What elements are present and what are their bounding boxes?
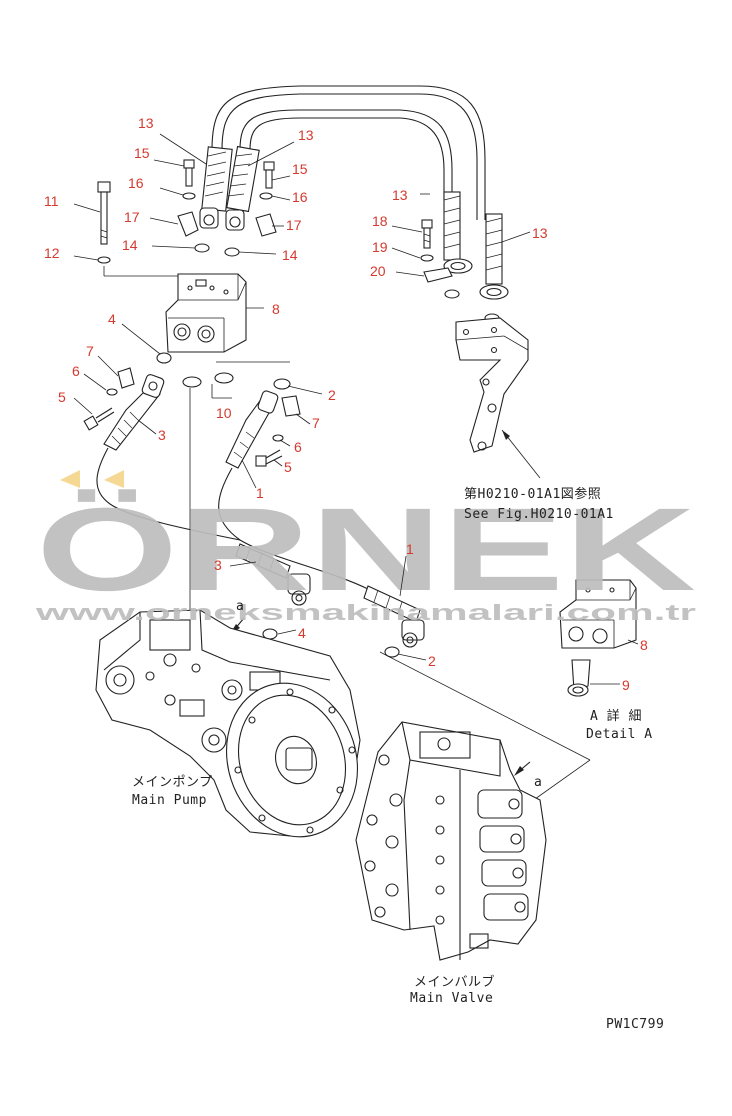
- drawing-code: PW1C799: [606, 1017, 664, 1032]
- o-ring-14-right: [224, 247, 240, 257]
- callout-6-left: 6: [72, 363, 80, 379]
- detail-caption-en: Detail A: [586, 727, 653, 742]
- hose-13-sleeve-left: [201, 146, 233, 212]
- callout-1-lower: 1: [406, 541, 414, 557]
- o-ring-14-left: [194, 243, 210, 253]
- callout-18: 18: [372, 213, 388, 229]
- washer-19: [420, 254, 434, 262]
- marker-a-valve: [514, 761, 531, 776]
- callout-4-lower: 4: [298, 625, 306, 641]
- callouts: 1 1 2 2 3 3 4 4 5 5 6 6 7 7 8 8 9 10 11 …: [44, 115, 648, 693]
- watermark-url: www.orneksmakinamalari.com.tr: [34, 600, 697, 625]
- valve-caption-jp: メインバルブ: [414, 974, 495, 990]
- callout-13-right-right: 13: [532, 225, 548, 241]
- callout-1-upper: 1: [256, 485, 264, 501]
- o-ring-10-left: [182, 376, 202, 388]
- pump-caption-en: Main Pump: [132, 793, 207, 808]
- callout-10: 10: [216, 405, 232, 421]
- callout-20: 20: [370, 263, 386, 279]
- bracket: [455, 317, 529, 453]
- callout-13-top-left: 13: [138, 115, 154, 131]
- callout-14-left: 14: [122, 237, 138, 253]
- marker-a-label-pump: a: [236, 599, 244, 614]
- reference-arrow: [502, 430, 510, 440]
- washer-6-right: [272, 434, 284, 442]
- reference-caption-en: See Fig.H0210-01A1: [464, 507, 614, 522]
- callout-7-left: 7: [86, 343, 94, 359]
- o-ring-right-a: [444, 289, 460, 299]
- o-ring-10-right: [214, 372, 234, 384]
- reference-caption-jp: 第H0210-01A1図参照: [464, 486, 601, 502]
- hose-3-upper: [96, 374, 241, 541]
- callout-19: 19: [372, 239, 388, 255]
- callout-6-right: 6: [294, 439, 302, 455]
- callout-8-detail: 8: [640, 637, 648, 653]
- o-ring-2-upper: [273, 378, 291, 390]
- bolt-18: [421, 219, 433, 249]
- captions: 第H0210-01A1図参照 See Fig.H0210-01A1 A 詳 細 …: [132, 486, 664, 1032]
- callout-13-right-left: 13: [392, 187, 408, 203]
- callout-5-right: 5: [284, 459, 292, 475]
- hose-3-lower: [235, 543, 311, 606]
- callout-4-upper: 4: [108, 311, 116, 327]
- callout-3-upper: 3: [158, 427, 166, 443]
- watermark-title: ÖRNEK: [36, 484, 696, 616]
- main-valve: [355, 721, 547, 961]
- bolt-5-left: [83, 407, 115, 431]
- hose-13-loop: [211, 85, 486, 220]
- washer-12: [97, 256, 111, 264]
- watermark-accent-right: [104, 470, 124, 488]
- callout-7-right: 7: [312, 415, 320, 431]
- clamp-17-left: [177, 211, 199, 237]
- pump-caption-jp: メインポンプ: [132, 775, 213, 790]
- washer-16-left: [182, 192, 196, 200]
- callout-9: 9: [622, 677, 630, 693]
- clamp-17-right: [255, 213, 277, 237]
- reference-leader: [501, 429, 541, 479]
- callout-13-top-right: 13: [298, 127, 314, 143]
- clamp-7-right: [281, 395, 301, 417]
- marker-a-label-valve: a: [534, 775, 542, 790]
- watermark-accent-left: [60, 470, 80, 488]
- bolt-11: [97, 181, 111, 245]
- bolt-15-left: [183, 159, 195, 187]
- o-ring-4-upper: [156, 352, 172, 364]
- callout-5-left: 5: [58, 389, 66, 405]
- callout-17-left: 17: [124, 209, 140, 225]
- callout-15-left: 15: [134, 145, 150, 161]
- hose-fittings-top-left: [199, 207, 245, 231]
- bolt-5-right: [255, 449, 283, 467]
- callout-15-right: 15: [292, 161, 308, 177]
- o-ring-2-lower: [384, 646, 400, 658]
- main-pump: [95, 609, 361, 838]
- callout-2-upper: 2: [328, 387, 336, 403]
- callout-14-right: 14: [282, 247, 298, 263]
- valve-caption-en: Main Valve: [410, 991, 493, 1006]
- watermark: ÖRNEK www.orneksmakinamalari.com.tr: [34, 470, 697, 625]
- washer-16-right: [259, 192, 273, 200]
- washer-6-left: [106, 388, 118, 396]
- callout-16-right: 16: [292, 189, 308, 205]
- callout-8-main: 8: [272, 301, 280, 317]
- block-8: [165, 273, 247, 353]
- callout-2-lower: 2: [428, 653, 436, 669]
- bolt-15-right: [263, 161, 275, 189]
- callout-11: 11: [44, 193, 59, 209]
- detail-caption-jp: A 詳 細: [590, 708, 642, 724]
- fitting-9: [567, 659, 591, 697]
- callout-3-lower: 3: [214, 557, 222, 573]
- hose-13-sleeve-right-pair: [443, 191, 509, 300]
- clamp-7-left: [117, 367, 135, 389]
- callout-16-left: 16: [128, 175, 144, 191]
- detail-a-block-8: [559, 579, 637, 649]
- callout-17-right: 17: [286, 217, 302, 233]
- hose-1-lower: [363, 585, 425, 648]
- clamp-20: [423, 267, 453, 283]
- callout-12: 12: [44, 245, 60, 261]
- leader-lines: [73, 133, 639, 685]
- hose-1-upper: [218, 390, 371, 591]
